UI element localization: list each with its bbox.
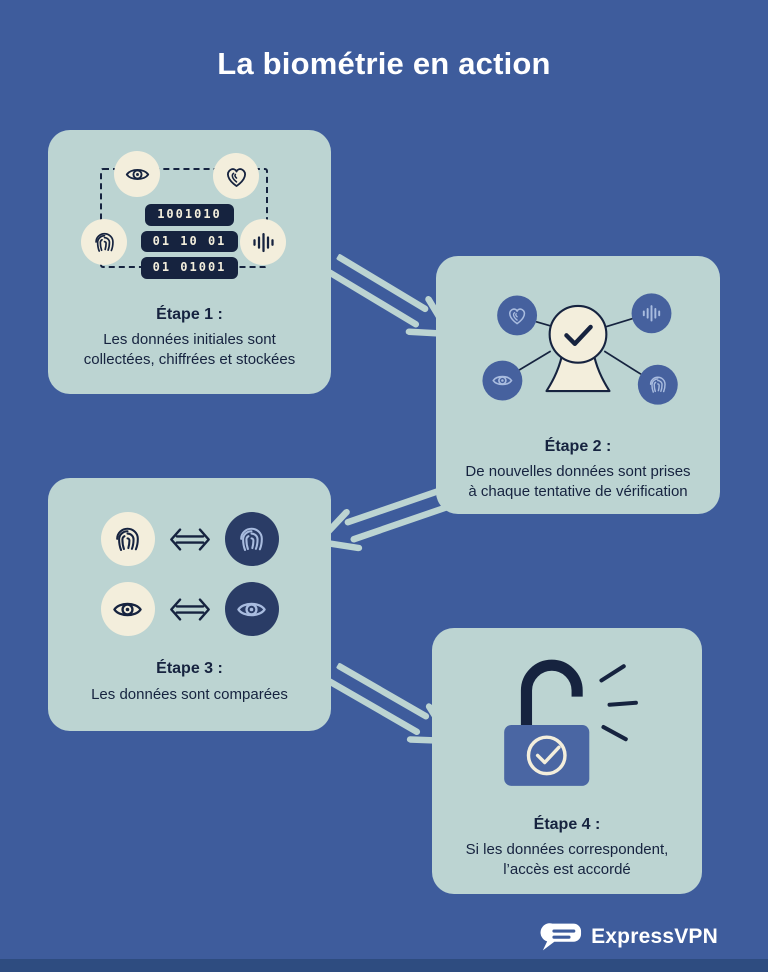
heart-fingerprint-icon (213, 153, 259, 199)
fingerprint-icon (100, 512, 155, 566)
step-text-line: collectées, chiffrées et stockées (83, 351, 296, 369)
padlock-body (504, 725, 590, 786)
eye-icon (100, 582, 155, 636)
keyhole-body (545, 347, 611, 393)
fingerprint-icon (224, 512, 279, 566)
step-4-label: Étape 4 : (533, 816, 601, 833)
compare-arrows-icon (168, 596, 212, 623)
burst-lines-icon (599, 664, 638, 742)
checkmark-icon (535, 745, 561, 765)
step-3-label: Étape 3 : (156, 660, 223, 677)
brand-logo: ExpressVPN (540, 922, 718, 952)
brand-name: ExpressVPN (591, 925, 718, 948)
verification-illustration (482, 293, 678, 405)
binary-chip: 01 01001 (140, 257, 239, 279)
heart-circle (497, 295, 538, 336)
step-text-line: l’accès est accordé (503, 861, 631, 879)
checkmark-icon (564, 324, 593, 346)
step-text-line: De nouvelles données sont prises (465, 463, 691, 480)
step-1-card: 1001010 01 10 01 01 01001 Étape 1 : Les … (48, 130, 331, 394)
step-1-illustration: 1001010 01 10 01 01 01001 (48, 130, 331, 292)
compare-arrows-icon (168, 526, 212, 553)
binary-chip: 1001010 (145, 204, 234, 226)
step-text-line: Les données sont comparées (91, 686, 288, 703)
step-text-line: Si les données correspondent, (465, 841, 669, 858)
fingerprint-compare-row (100, 512, 279, 566)
eye-icon (224, 582, 279, 636)
step-2-card: Étape 2 : De nouvelles données sont pris… (436, 256, 720, 514)
fingerprint-icon (81, 219, 127, 265)
eye-icon (114, 151, 160, 197)
expressvpn-logo-icon (540, 923, 582, 951)
padlock-shackle (520, 659, 583, 726)
step-text-line: à chaque tentative de vérification (468, 483, 688, 501)
soundwave-icon (240, 219, 286, 265)
step-3-card: Étape 3 : Les données sont comparées (48, 478, 331, 731)
step-1-text: Les données initiales sont collectées, c… (48, 330, 331, 370)
footer-bar (0, 959, 768, 972)
step-1-label: Étape 1 : (156, 306, 223, 323)
unlocked-padlock-check-icon (504, 659, 638, 786)
step-2-text: De nouvelles données sont prises à chaqu… (436, 462, 720, 502)
page-title: La biométrie en action (217, 46, 551, 81)
check-circle (526, 735, 567, 776)
step-2-label: Étape 2 : (544, 438, 612, 455)
eye-compare-row (100, 582, 279, 636)
comparison-illustration (48, 478, 331, 636)
keyhole-head (548, 304, 608, 364)
fingerprint-circle (637, 364, 678, 405)
step-3-text: Les données sont comparées (48, 685, 331, 705)
step-4-card: Étape 4 : Si les données correspondent, … (432, 628, 702, 894)
step-4-text: Si les données correspondent, l’accès es… (432, 840, 702, 880)
binary-chips: 1001010 01 10 01 01 01001 (48, 204, 331, 279)
binary-chip: 01 10 01 (140, 230, 239, 253)
step-text-line: Les données initiales sont (103, 331, 276, 348)
